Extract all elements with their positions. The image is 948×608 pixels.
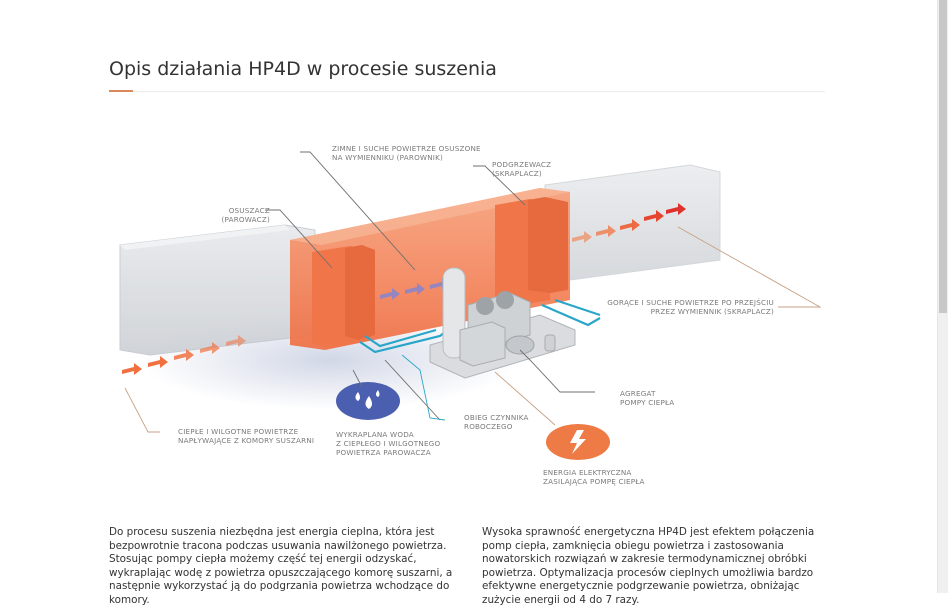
page-title: Opis działania HP4D w procesie suszenia	[109, 58, 497, 80]
lightning-bolt-icon	[546, 424, 610, 460]
paragraph-right: Wysoka sprawność energetyczna HP4D jest …	[482, 526, 815, 606]
label-cold-dry-air: Zimne i suche powietrze osuszonena wymie…	[332, 144, 481, 162]
label-hot-dry-air: Gorące i suche powietrze po przejściuprz…	[607, 298, 774, 316]
label-refrigerant-loop: Obieg czynnikaroboczego	[464, 413, 529, 431]
diagram-illustration	[119, 151, 822, 460]
heat-pump-unit	[429, 267, 576, 379]
leader-energy	[494, 371, 556, 426]
label-electric-energy: Energia elektrycznazasilająca pompę ciep…	[543, 468, 645, 486]
label-condensed-water: Wykraplana wodaz ciepłego i wilgotnegopo…	[336, 430, 441, 457]
title-divider	[109, 91, 825, 92]
label-dryer: Osuszacz(parowacz)	[221, 206, 270, 224]
leader-refrigerant	[401, 354, 446, 421]
label-heat-pump-unit: Agregatpompy ciepła	[620, 389, 675, 407]
page: Opis działania HP4D w procesie suszenia	[100, 58, 840, 606]
water-drops-icon	[336, 382, 400, 420]
dryer-evaporator-block	[312, 245, 375, 348]
label-warm-humid-air: Ciepłe i wilgotne powietrzenapływające z…	[178, 427, 315, 445]
paragraph-left: Do procesu suszenia niezbędna jest energ…	[109, 526, 453, 606]
leader-hot-air	[677, 226, 822, 308]
leader-lines	[265, 151, 595, 421]
heater-condenser-block	[495, 197, 568, 306]
inlet-duct	[119, 224, 316, 356]
scrollbar-thumb[interactable]	[939, 0, 947, 313]
hp4d-diagram: Zimne i suche powietrze osuszonena wymie…	[100, 130, 840, 500]
leader-warm-air	[124, 387, 160, 433]
outlet-arrows	[572, 203, 686, 243]
label-heater: Podgrzewacz(skraplacz)	[492, 160, 552, 178]
inlet-arrows	[122, 335, 246, 375]
title-divider-accent	[109, 90, 133, 92]
vertical-scrollbar[interactable]	[937, 0, 948, 593]
